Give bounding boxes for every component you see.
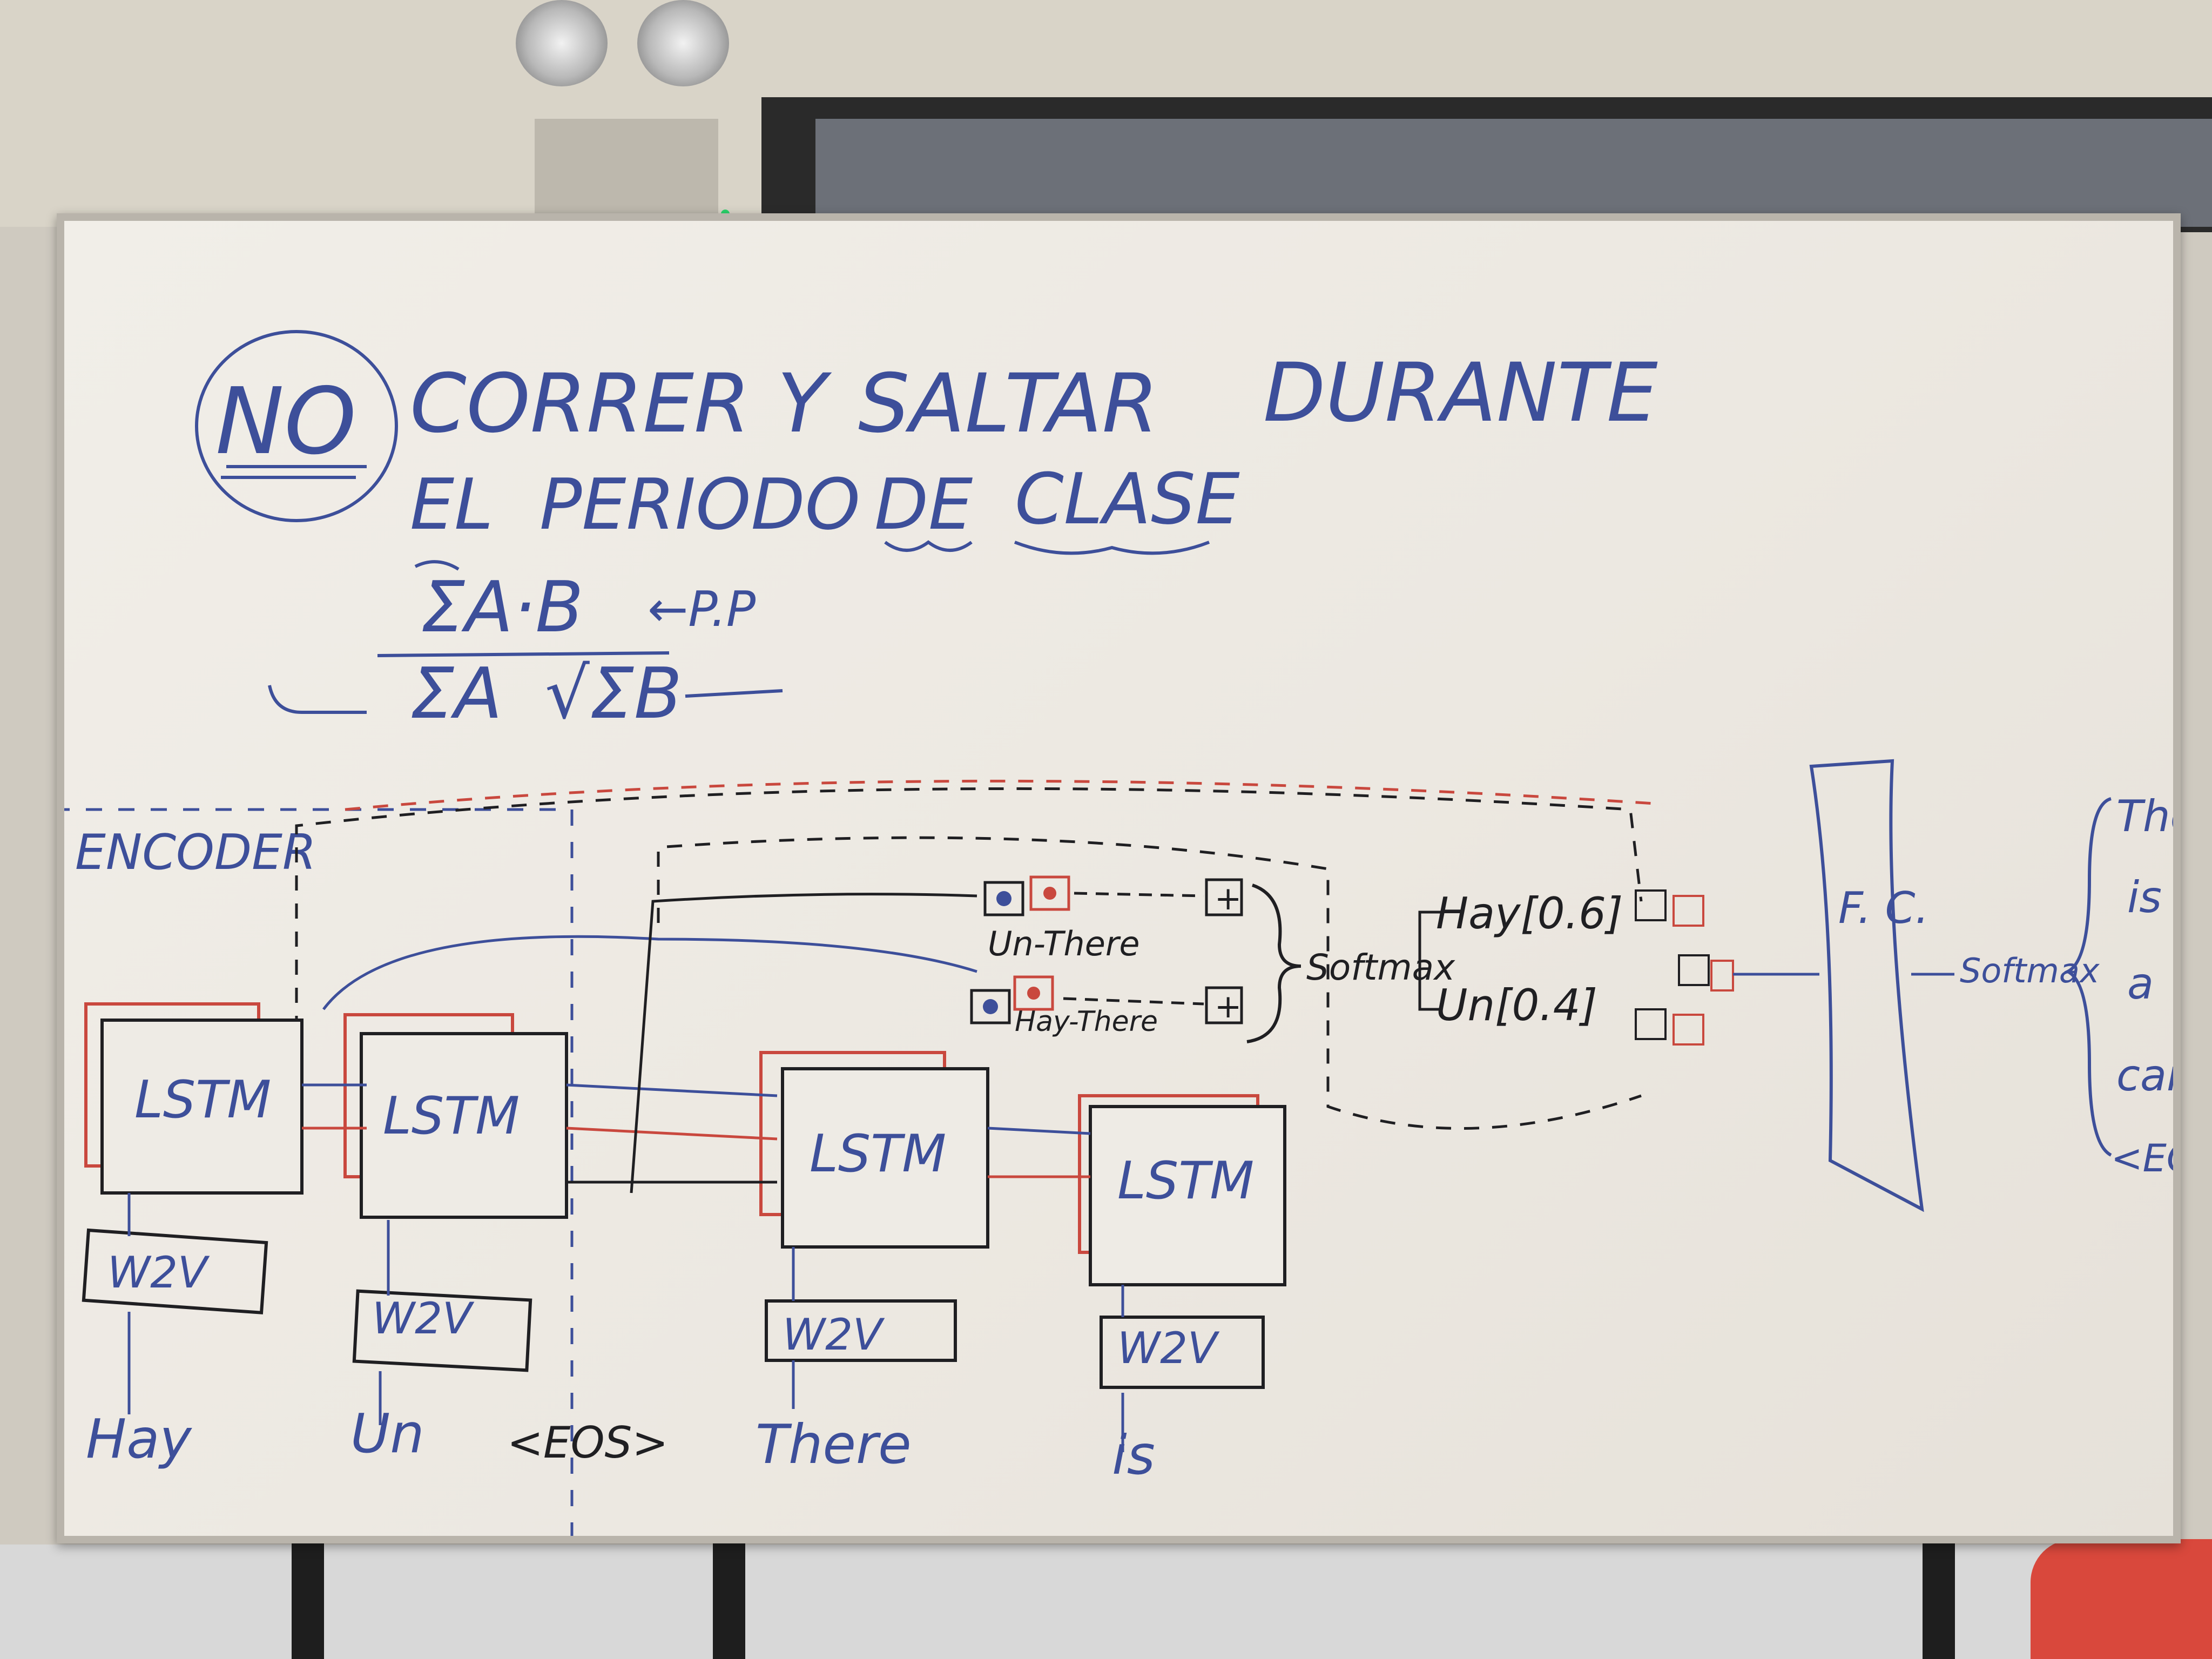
output-word-a: a <box>2127 959 2154 1009</box>
lamp-housing <box>535 119 718 227</box>
rule-word-el: EL <box>410 463 494 545</box>
input-word-there: There <box>756 1413 912 1476</box>
board-stand-leg-middle <box>713 1523 745 1659</box>
lstm-label-2: LSTM <box>383 1087 520 1146</box>
whiteboard-ink: NO CORRER Y SALTAR DURANTE EL PERIODO DE… <box>64 330 2173 1536</box>
rule-word-de: DE <box>874 463 973 545</box>
w2v-block-1: W2V <box>82 1228 268 1314</box>
lstm-block-2: LSTM <box>343 1013 568 1219</box>
w2v-label-2: W2V <box>372 1293 475 1344</box>
window-pane <box>815 119 2212 227</box>
rule-word-y: Y <box>777 357 832 451</box>
lstm-label-3: LSTM <box>810 1124 946 1184</box>
w2v-label-3: W2V <box>783 1310 885 1360</box>
red-chair <box>2031 1539 2212 1659</box>
w2v-block-4: W2V <box>1100 1316 1265 1389</box>
rule-word-clase: CLASE <box>1015 458 1240 540</box>
lstm-label-1: LSTM <box>134 1070 271 1130</box>
w2v-block-2: W2V <box>352 1289 532 1372</box>
formula-note: ←P.P <box>648 581 756 638</box>
board-stand-leg-left <box>292 1523 324 1659</box>
lstm-block-4: LSTM <box>1078 1094 1286 1286</box>
lower-wall <box>0 1545 2212 1659</box>
input-word-hay: Hay <box>86 1407 192 1471</box>
attention-pair-un-there: Un-There <box>988 924 1139 963</box>
output-word-there: There <box>2116 791 2173 841</box>
no-circle <box>195 330 398 522</box>
emergency-lamp-left <box>516 0 608 86</box>
rule-word-correr: CORRER <box>410 357 750 451</box>
fc-label: F. C. <box>1838 883 1929 933</box>
lstm-label-4: LSTM <box>1117 1151 1254 1211</box>
encoder-label: ENCODER <box>75 824 316 881</box>
attention-weight-un: Un[0.4] <box>1436 980 1597 1030</box>
formula-denominator-b: √ΣB <box>545 652 682 734</box>
lstm-block-3: LSTM <box>759 1051 989 1249</box>
whiteboard: NO CORRER Y SALTAR DURANTE EL PERIODO DE… <box>57 213 2181 1543</box>
plus-sign-bottom: + <box>1215 988 1242 1026</box>
output-word-car: car <box>2116 1050 2173 1101</box>
lstm-block-1: LSTM <box>84 1002 304 1195</box>
fc-block <box>1809 759 1924 1212</box>
attention-pair-hay-there: Hay-There <box>1015 1006 1158 1038</box>
attention-weight-hay: Hay[0.6] <box>1436 888 1623 939</box>
output-word-is: is <box>2127 872 2162 922</box>
softmax-label: Softmax <box>1306 947 1455 988</box>
final-softmax-label: Softmax <box>1960 951 2100 990</box>
w2v-label-1: W2V <box>107 1247 210 1298</box>
rule-word-no: NO <box>215 368 356 475</box>
output-word-eos: <EOS> <box>2111 1136 2173 1181</box>
rule-word-periodo: PERIODO <box>539 463 860 545</box>
board-stand-leg-right <box>1923 1523 1955 1659</box>
input-word-eos: <EOS> <box>507 1418 668 1468</box>
rule-word-saltar: SALTAR <box>858 357 1158 451</box>
formula-numerator: ΣA·B <box>421 566 584 648</box>
input-word-un: Un <box>350 1402 424 1465</box>
w2v-label-4: W2V <box>1117 1323 1220 1373</box>
input-word-is: is <box>1112 1424 1155 1487</box>
rule-word-durante: DURANTE <box>1263 346 1658 440</box>
emergency-lamp-right <box>637 0 729 86</box>
plus-sign-top: + <box>1215 880 1242 918</box>
formula-denominator-a: ΣA <box>410 652 502 734</box>
w2v-block-3: W2V <box>765 1299 957 1362</box>
